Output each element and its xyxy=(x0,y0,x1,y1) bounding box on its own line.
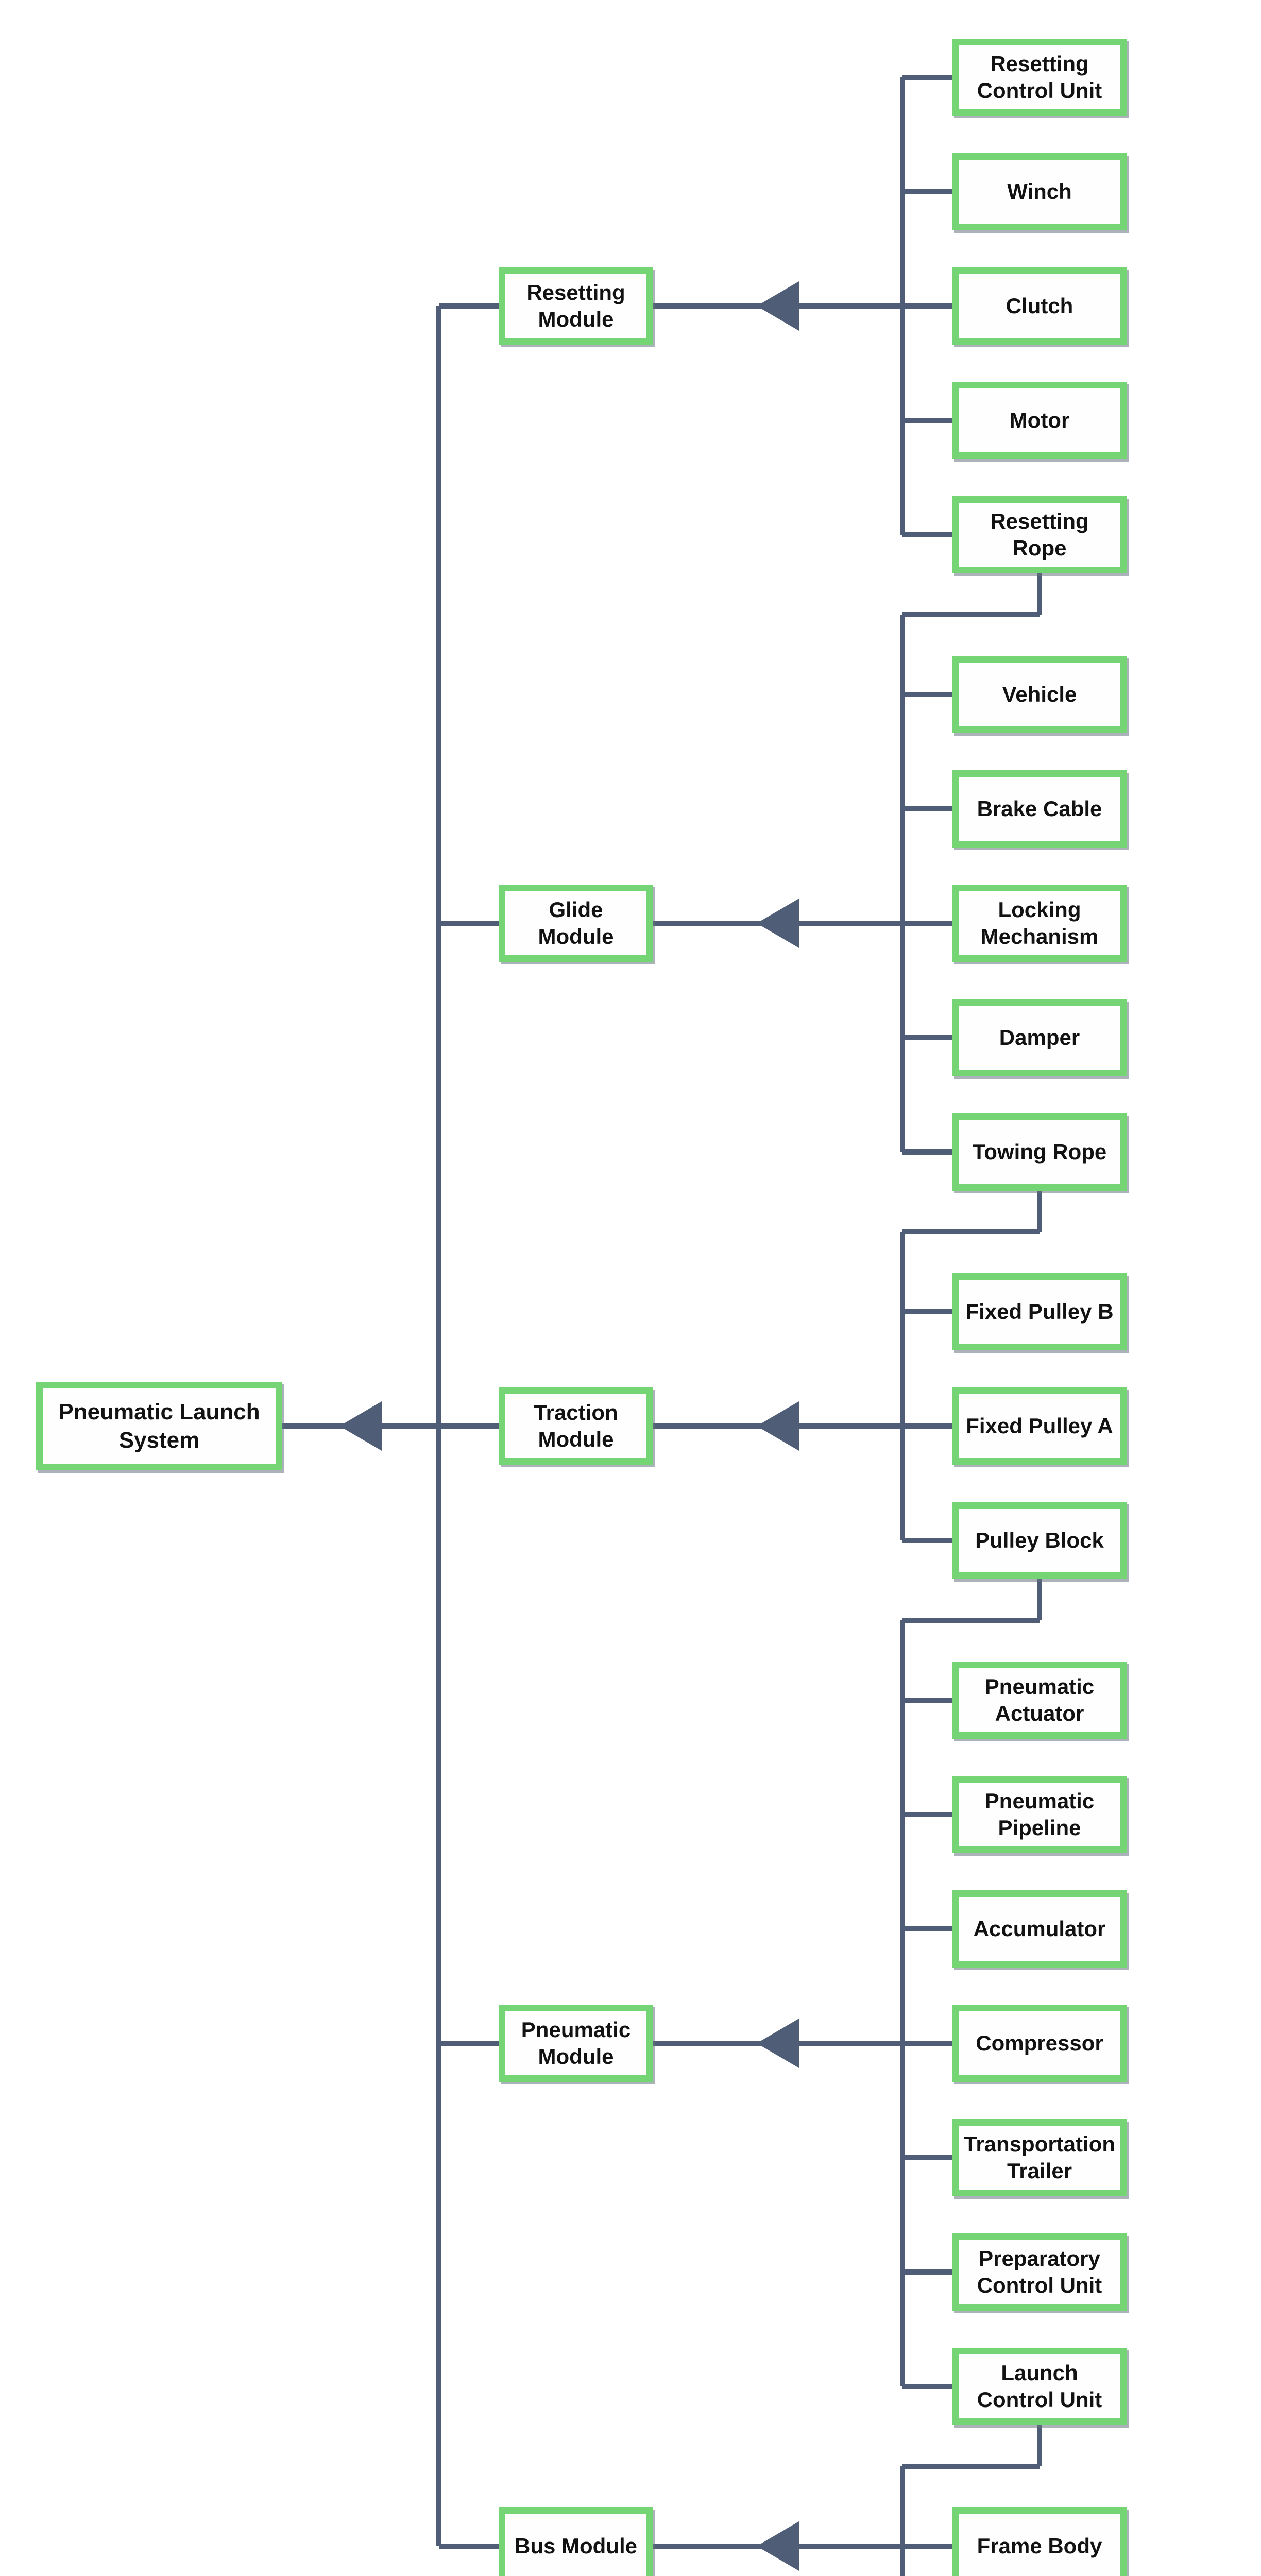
launch-control-unit-node: Launch Control Unit xyxy=(952,2348,1127,2425)
damper-node: Damper xyxy=(952,999,1127,1076)
connector-line xyxy=(902,1926,952,1931)
bus-module-node: Bus Module xyxy=(499,2507,653,2576)
connector-line xyxy=(902,806,952,811)
group-elbow-line xyxy=(902,1229,1040,1234)
group-elbow-line xyxy=(902,612,1040,617)
connector-line xyxy=(439,1423,499,1429)
fixed-pulley-b-node: Fixed Pulley B xyxy=(952,1273,1127,1350)
winch-label: Winch xyxy=(1007,179,1072,204)
connector-line xyxy=(902,1309,952,1314)
vehicle-node: Vehicle xyxy=(952,656,1127,733)
clutch-label: Clutch xyxy=(1006,293,1073,318)
fixed-pulley-b-label: Fixed Pulley B xyxy=(965,1299,1114,1324)
frame-body-node: Frame Body xyxy=(952,2507,1127,2576)
fixed-pulley-a-label: Fixed Pulley A xyxy=(966,1413,1113,1438)
brake-cable-node: Brake Cable xyxy=(952,770,1127,848)
bus-module-label: Bus Module xyxy=(515,2533,637,2558)
resetting-control-unit-label: Resetting Control Unit xyxy=(977,51,1102,103)
component-spine-line xyxy=(900,1620,905,2386)
pulley-block-node: Pulley Block xyxy=(952,1502,1127,1579)
pneumatic-module-node: Pneumatic Module xyxy=(499,2005,653,2082)
group-elbow-line xyxy=(902,2464,1040,2469)
connector-line xyxy=(902,2041,952,2046)
towing-rope-node: Towing Rope xyxy=(952,1113,1127,1191)
left-arrowhead-icon xyxy=(757,2019,799,2068)
resetting-rope-node: Resetting Rope xyxy=(952,496,1127,573)
damper-label: Damper xyxy=(999,1025,1080,1049)
group-elbow-line xyxy=(902,1618,1040,1623)
connector-line xyxy=(902,1423,952,1429)
launch-control-unit-label: Launch Control Unit xyxy=(977,2360,1102,2412)
left-arrowhead-icon xyxy=(757,899,799,948)
winch-node: Winch xyxy=(952,153,1127,230)
component-spine-line xyxy=(900,1232,905,1540)
connector-line xyxy=(902,921,952,926)
compressor-label: Compressor xyxy=(976,2030,1103,2055)
group-elbow-line xyxy=(1037,573,1042,615)
traction-module-node: Traction Module xyxy=(499,1387,653,1465)
connector-line xyxy=(902,303,952,309)
pneumatic-actuator-label: Pneumatic Actuator xyxy=(984,1674,1095,1726)
transportation-trailer-node: Transportation Trailer xyxy=(952,2119,1127,2196)
pneumatic-launch-system-node: Pneumatic Launch System xyxy=(36,1382,282,1470)
preparatory-control-unit-node: Preparatory Control Unit xyxy=(952,2233,1127,2311)
preparatory-control-unit-label: Preparatory Control Unit xyxy=(977,2246,1102,2298)
connector-line xyxy=(902,2269,952,2275)
connector-line xyxy=(902,532,952,537)
left-arrowhead-icon xyxy=(757,1401,799,1451)
fixed-pulley-a-node: Fixed Pulley A xyxy=(952,1387,1127,1465)
connector-line xyxy=(902,692,952,697)
component-spine-line xyxy=(900,615,905,1152)
pneumatic-module-label: Pneumatic Module xyxy=(521,2017,631,2069)
connector-line xyxy=(902,75,952,80)
glide-module-node: Glide Module xyxy=(499,885,653,962)
motor-node: Motor xyxy=(952,382,1127,459)
glide-module-label: Glide Module xyxy=(538,897,614,949)
left-arrowhead-icon xyxy=(757,2521,799,2571)
resetting-module-node: Resetting Module xyxy=(499,267,653,345)
group-elbow-line xyxy=(1037,2425,1042,2466)
locking-mechanism-label: Locking Mechanism xyxy=(980,897,1099,949)
group-elbow-line xyxy=(1037,1579,1042,1620)
resetting-control-unit-node: Resetting Control Unit xyxy=(952,39,1127,116)
connector-line xyxy=(902,189,952,194)
accumulator-node: Accumulator xyxy=(952,1890,1127,1968)
motor-label: Motor xyxy=(1009,408,1070,432)
towing-rope-label: Towing Rope xyxy=(972,1139,1107,1164)
left-arrowhead-icon xyxy=(757,281,799,331)
locking-mechanism-node: Locking Mechanism xyxy=(952,885,1127,962)
pulley-block-label: Pulley Block xyxy=(975,1528,1104,1552)
component-spine-line xyxy=(900,2466,905,2576)
connector-line xyxy=(902,2544,952,2549)
connector-line xyxy=(902,2384,952,2389)
left-arrowhead-icon xyxy=(339,1401,382,1451)
resetting-rope-label: Resetting Rope xyxy=(990,509,1089,561)
compressor-node: Compressor xyxy=(952,2005,1127,2082)
group-elbow-line xyxy=(1037,1191,1042,1232)
brake-cable-label: Brake Cable xyxy=(977,796,1102,821)
vehicle-label: Vehicle xyxy=(1002,682,1077,706)
transportation-trailer-label: Transportation Trailer xyxy=(963,2131,1116,2183)
connector-line xyxy=(902,2155,952,2160)
connector-line xyxy=(902,1035,952,1040)
connector-line xyxy=(902,1812,952,1817)
frame-body-label: Frame Body xyxy=(977,2533,1102,2558)
pneumatic-pipeline-label: Pneumatic Pipeline xyxy=(984,1788,1095,1840)
connector-line xyxy=(439,921,499,926)
connector-line xyxy=(439,2041,499,2046)
clutch-node: Clutch xyxy=(952,267,1127,345)
connector-line xyxy=(902,1538,952,1543)
pneumatic-pipeline-node: Pneumatic Pipeline xyxy=(952,1776,1127,1853)
connector-line xyxy=(902,418,952,423)
accumulator-label: Accumulator xyxy=(973,1916,1106,1941)
pneumatic-actuator-node: Pneumatic Actuator xyxy=(952,1662,1127,1739)
resetting-module-label: Resetting Module xyxy=(526,280,625,332)
pneumatic-launch-system-label: Pneumatic Launch System xyxy=(58,1399,260,1453)
connector-line xyxy=(902,1698,952,1703)
connector-line xyxy=(902,1149,952,1155)
connector-line xyxy=(439,2544,499,2549)
traction-module-label: Traction Module xyxy=(534,1400,618,1452)
connector-line xyxy=(439,303,499,309)
